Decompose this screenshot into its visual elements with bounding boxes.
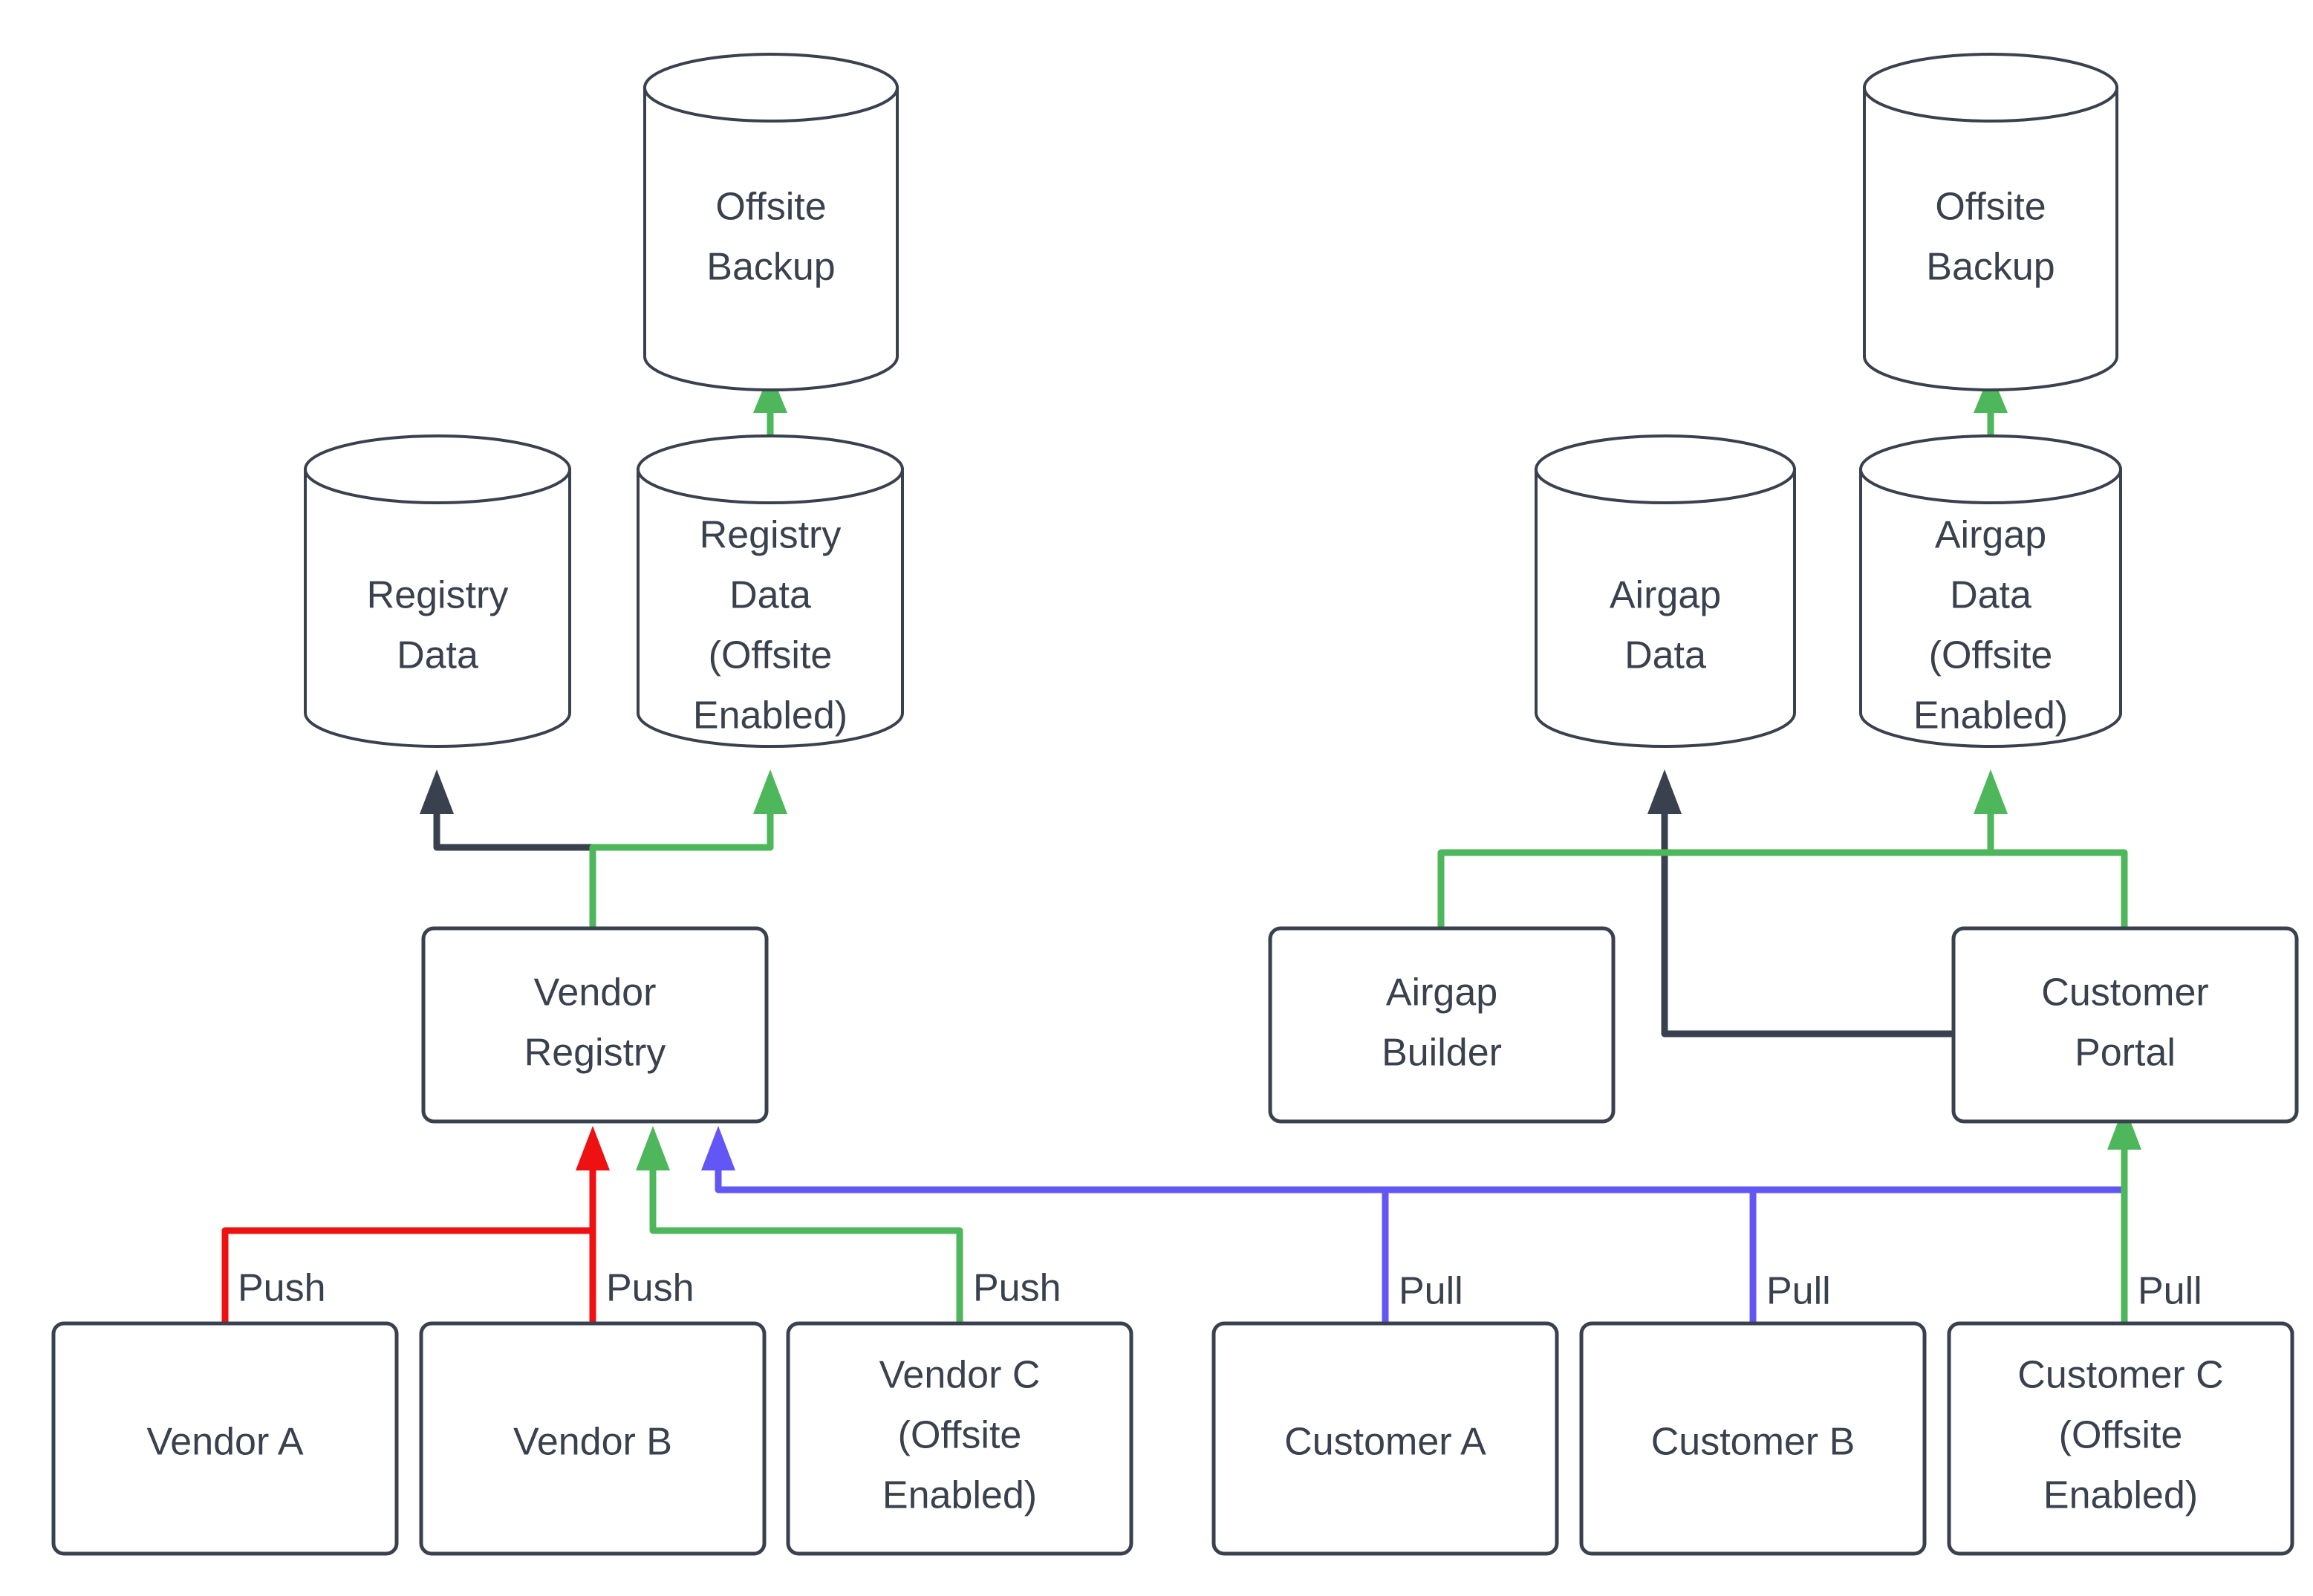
node-label-airgap-data-line2: Data [1624,634,1706,677]
node-label-registry-data-offsite-line2: Data [729,574,811,617]
edge-label-push-vendor-c: Push [973,1267,1061,1310]
node-registry-data[interactable]: Registry Data [304,434,571,748]
node-customer-portal[interactable]: Customer Portal [1951,926,2299,1124]
node-airgap-data[interactable]: Airgap Data [1535,434,1796,748]
node-label-vendor-c-line1: Vendor C [879,1354,1041,1397]
node-vendor-c[interactable]: Vendor C (Offsite Enabled) [786,1321,1133,1556]
node-offsite-backup-left[interactable]: Offsite Backup [643,53,899,391]
node-label-vendor-b: Vendor B [513,1421,672,1464]
node-customer-c[interactable]: Customer C (Offsite Enabled) [1947,1321,2294,1556]
node-offsite-backup-right[interactable]: Offsite Backup [1863,53,2118,391]
node-label-customer-portal-line1: Customer [2041,971,2208,1014]
edge-registry-offsite-to-offsite-backup [753,371,787,440]
node-label-registry-data-line2: Data [397,634,478,677]
node-label-customer-c-line2: (Offsite [2059,1414,2183,1457]
node-label-customer-c-line1: Customer C [2017,1354,2223,1397]
edge-airgap-offsite-to-offsite-backup [1974,371,2008,440]
node-airgap-builder[interactable]: Airgap Builder [1268,926,1616,1124]
node-vendor-b[interactable]: Vendor B [419,1321,767,1556]
node-label-airgap-data-line1: Airgap [1610,574,1721,617]
node-label-registry-data-offsite-line4: Enabled) [693,694,848,737]
node-vendor-a[interactable]: Vendor A [51,1321,399,1556]
node-label-airgap-data-offsite-line4: Enabled) [1913,694,2068,737]
node-label-offsite-backup-left-line1: Offsite [715,186,826,229]
node-label-customer-b: Customer B [1651,1421,1855,1464]
node-vendor-registry[interactable]: Vendor Registry [421,926,769,1124]
node-label-offsite-backup-right-line1: Offsite [1935,186,2046,229]
node-label-airgap-builder-line1: Airgap [1386,971,1497,1014]
node-label-vendor-c-line3: Enabled) [882,1474,1037,1517]
edge-label-push-vendor-a: Push [238,1267,326,1310]
node-label-offsite-backup-right-line2: Backup [1926,246,2055,289]
node-label-vendor-c-line2: (Offsite [898,1414,1022,1457]
edge-label-pull-customer-b: Pull [1766,1270,1831,1313]
node-label-registry-data-offsite-line3: (Offsite [709,634,833,677]
edge-vendor-c-to-vendor-registry [636,1126,963,1323]
node-label-vendor-a: Vendor A [146,1421,303,1464]
edge-label-pull-customer-c: Pull [2138,1270,2202,1313]
node-label-airgap-data-offsite-line2: Data [1950,574,2031,617]
edge-customer-portal-to-airgap-data-offsite [1987,802,2128,928]
edge-customer-c-to-customer-portal [718,1105,2141,1323]
node-registry-data-offsite[interactable]: Registry Data (Offsite Enabled) [637,434,904,748]
edge-vendor-registry-to-registry-data-offsite [589,769,787,928]
edge-label-pull-customer-a: Pull [1399,1270,1463,1313]
node-label-customer-c-line3: Enabled) [2043,1474,2198,1517]
edge-customer-portal-to-airgap-data [1647,769,1953,1038]
node-label-vendor-registry-line2: Registry [524,1032,666,1075]
edge-vendor-registry-to-registry-data [420,769,596,928]
node-label-airgap-builder-line2: Builder [1382,1032,1502,1075]
node-label-customer-portal-line2: Portal [2075,1032,2176,1075]
edge-customer-b-to-vendor-registry [718,1186,1757,1323]
edge-airgap-builder-to-airgap-data-offsite [1437,769,2008,928]
edge-label-push-vendor-b: Push [606,1267,694,1310]
node-label-offsite-backup-left-line2: Backup [706,246,835,289]
node-label-airgap-data-offsite-line1: Airgap [1935,514,2046,557]
node-label-airgap-data-offsite-line3: (Offsite [1929,634,2053,677]
node-airgap-data-offsite[interactable]: Airgap Data (Offsite Enabled) [1859,434,2122,748]
node-customer-b[interactable]: Customer B [1579,1321,1927,1556]
node-label-vendor-registry-line1: Vendor [534,971,657,1014]
node-customer-a[interactable]: Customer A [1211,1321,1559,1556]
node-label-registry-data-line1: Registry [367,574,509,617]
node-label-registry-data-offsite-line1: Registry [700,514,842,557]
node-label-customer-a: Customer A [1284,1421,1486,1464]
